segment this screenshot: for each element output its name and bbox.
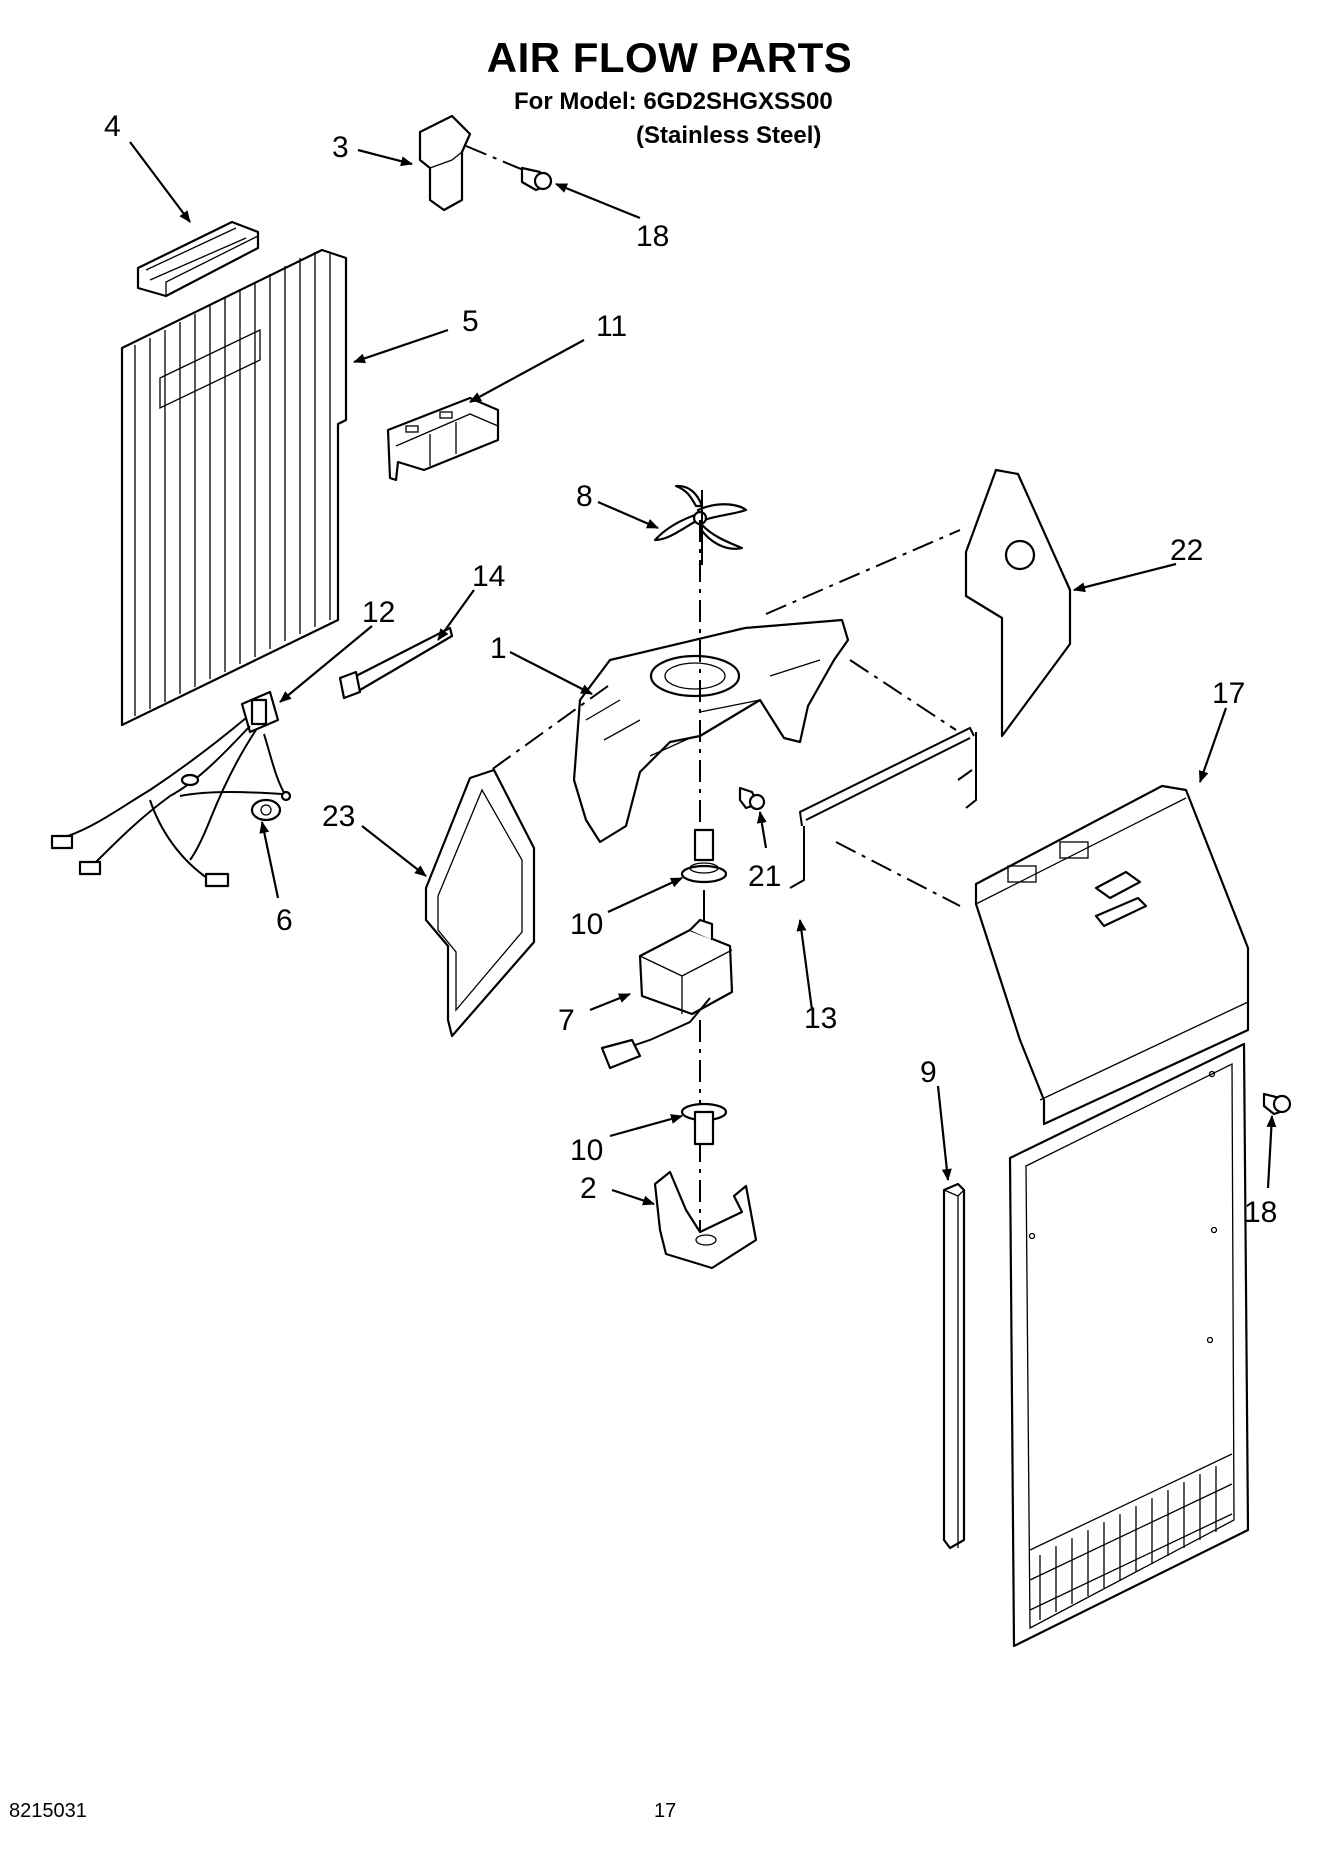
part-13-wire-bracket bbox=[789, 726, 977, 889]
callout-12: 12 bbox=[362, 596, 395, 629]
callout-5: 5 bbox=[462, 305, 479, 338]
callout-1: 1 bbox=[490, 632, 507, 665]
part-17-rear-panel bbox=[1008, 1042, 1250, 1648]
part-5-ribbed-panel bbox=[120, 248, 348, 727]
callout-17: 17 bbox=[1212, 677, 1245, 710]
part-8-fan-blade bbox=[653, 484, 748, 565]
part-21-screw bbox=[738, 786, 766, 811]
callout-21: 21 bbox=[748, 860, 781, 893]
callout-14: 14 bbox=[472, 560, 505, 593]
part-17-duct-cover bbox=[974, 784, 1250, 1126]
page-number: 17 bbox=[654, 1800, 677, 1822]
model-variant: (Stainless Steel) bbox=[636, 122, 822, 149]
callout-6: 6 bbox=[276, 904, 293, 937]
part-12-wire-harness bbox=[50, 690, 292, 888]
part-9-seal-strip bbox=[942, 1182, 966, 1550]
part-10-grommet-upper bbox=[680, 828, 728, 884]
callout-3: 3 bbox=[332, 131, 349, 164]
callout-labels: 4 3 18 5 11 8 14 12 1 22 17 23 6 21 10 1… bbox=[104, 110, 1277, 1229]
part-3-damper-cover bbox=[418, 114, 472, 212]
part-7-fan-motor bbox=[600, 890, 734, 1070]
model-number: For Model: 6GD2SHGXSS00 bbox=[514, 88, 833, 115]
callout-10-upper: 10 bbox=[570, 908, 603, 941]
callout-8: 8 bbox=[576, 480, 593, 513]
part-23-side-panel bbox=[424, 768, 536, 1038]
callout-23: 23 bbox=[322, 800, 355, 833]
callout-arrows bbox=[129, 141, 1277, 1206]
leader-13-17 bbox=[835, 841, 961, 907]
callout-22: 22 bbox=[1170, 534, 1203, 567]
part-18-screw-upper bbox=[520, 166, 553, 192]
callout-18-upper: 18 bbox=[636, 220, 669, 253]
part-4-duct-cap bbox=[136, 220, 260, 298]
part-14-tie-strap bbox=[338, 626, 454, 700]
leader-3-18 bbox=[465, 145, 529, 173]
callout-11: 11 bbox=[596, 310, 627, 343]
callout-4: 4 bbox=[104, 110, 121, 143]
part-11-bracket bbox=[386, 396, 500, 482]
part-1-fan-housing bbox=[572, 618, 850, 844]
callout-10-lower: 10 bbox=[570, 1134, 603, 1167]
part-10-grommet-lower bbox=[680, 1102, 728, 1146]
part-22-side-panel bbox=[964, 468, 1072, 738]
document-number: 8215031 bbox=[9, 1800, 87, 1822]
callout-2: 2 bbox=[580, 1172, 597, 1205]
callout-18-lower: 18 bbox=[1244, 1196, 1277, 1229]
part-2-motor-bracket bbox=[653, 1170, 758, 1270]
leader-1-22 bbox=[765, 529, 961, 615]
leader-1-13 bbox=[849, 659, 957, 731]
page-title: AIR FLOW PARTS bbox=[486, 34, 853, 81]
callout-13: 13 bbox=[804, 1002, 837, 1035]
callout-9: 9 bbox=[920, 1056, 937, 1089]
part-18-screw-lower bbox=[1262, 1092, 1292, 1116]
callout-7: 7 bbox=[558, 1004, 575, 1037]
leader-1-23 bbox=[479, 685, 609, 779]
